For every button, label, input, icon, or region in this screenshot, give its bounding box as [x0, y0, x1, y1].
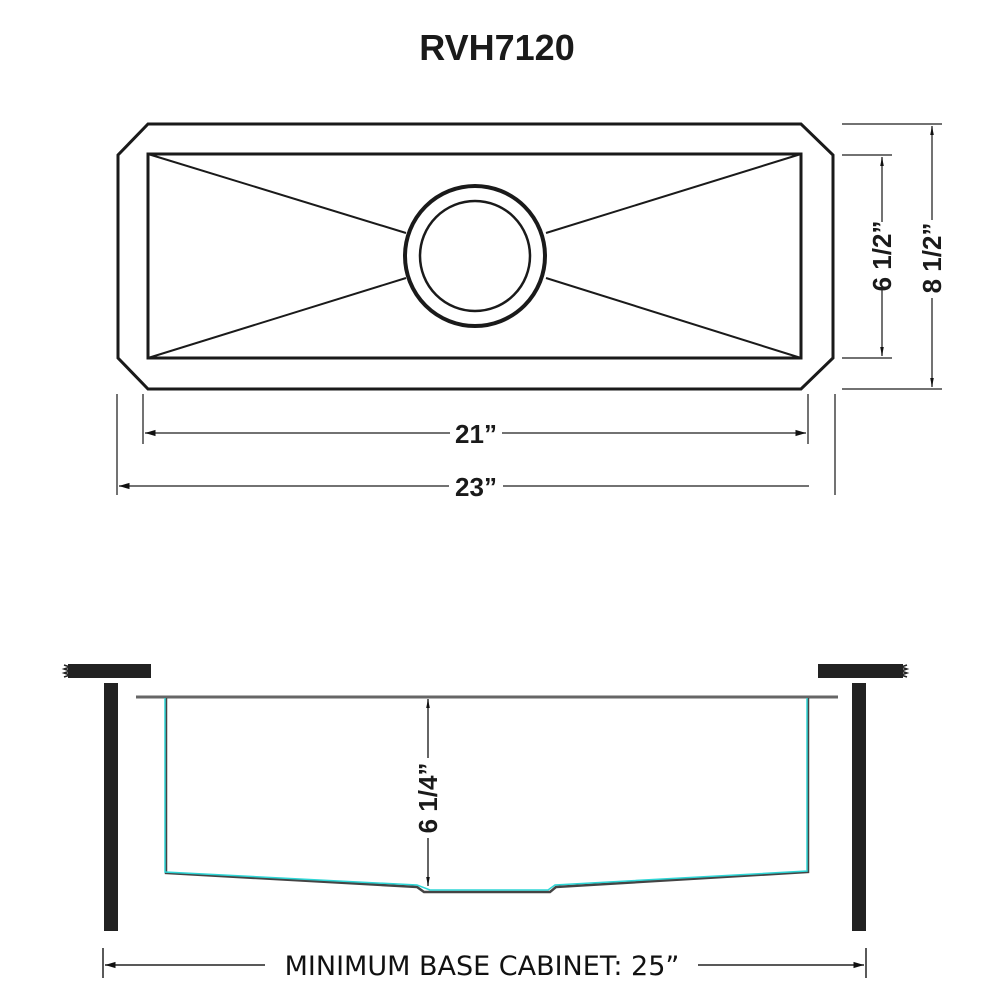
- countertop-left-break-icon: [61, 664, 73, 678]
- inner-length-label: 21”: [455, 419, 497, 449]
- sink-outer-flange: [116, 122, 835, 391]
- model-title: RVH7120: [419, 27, 574, 68]
- inner-width-label: 6 1/2”: [867, 221, 897, 292]
- cabinet-wall-left: [104, 683, 118, 931]
- sink-side-view: [61, 664, 910, 931]
- countertop-left: [68, 664, 151, 678]
- min-base-cabinet-label: MINIMUM BASE CABINET: 25”: [285, 951, 680, 982]
- length-dimensions: [116, 394, 836, 495]
- countertop-right: [818, 664, 903, 678]
- sink-top-view: [116, 122, 835, 391]
- bowl-slope-lines: [147, 153, 802, 359]
- drain-inner-ring: [418, 199, 532, 313]
- sink-bowl: [146, 152, 803, 360]
- depth-label: 6 1/4”: [413, 763, 443, 834]
- outer-length-label: 23”: [455, 472, 497, 502]
- sink-body-shadow: [164, 698, 810, 894]
- countertop-right-break-icon: [898, 664, 910, 678]
- outer-width-label: 8 1/2”: [917, 223, 947, 294]
- cabinet-wall-right: [852, 683, 866, 931]
- sink-body-outline: [164, 698, 808, 891]
- cabinet-dimension: [102, 948, 867, 978]
- width-dimensions: [842, 123, 942, 390]
